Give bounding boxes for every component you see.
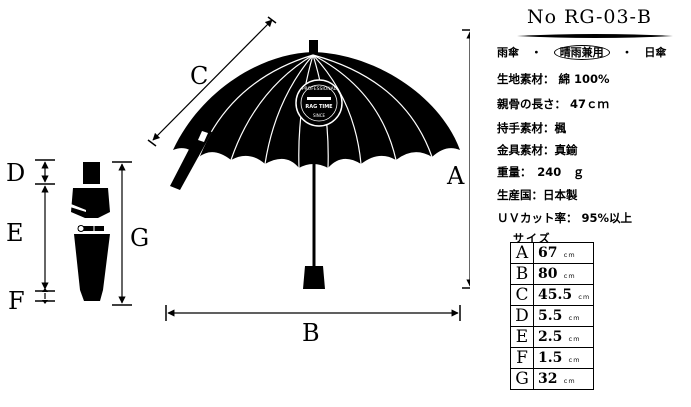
size-letter: C: [510, 284, 534, 306]
type-selected: 晴雨兼用: [553, 45, 610, 60]
closed-umbrella-handle: [80, 290, 103, 301]
umbrella-tip: [309, 40, 318, 54]
closed-umbrella-tip: [83, 162, 100, 184]
spec-weight: 重量： 240 ｇ: [497, 165, 585, 179]
closed-umbrella: [70, 162, 110, 301]
size-letter: D: [510, 305, 534, 327]
umbrella-emblem: PROFESSIONAL RAG TIME SINCE: [295, 79, 343, 127]
size-table-title: サイズ: [513, 232, 552, 245]
spec-uv-cut: ＵＶカット率： 95%以上: [497, 211, 633, 225]
spec-origin: 生産国：日本製: [497, 188, 578, 202]
size-letter: E: [510, 326, 534, 348]
size-letter: A: [510, 242, 534, 264]
dimension-b: B: [165, 305, 461, 347]
type-separator: ・: [530, 46, 542, 59]
model-number: No RG-03-B: [527, 6, 652, 28]
size-letter: G: [510, 368, 534, 390]
umbrella-handle: [303, 266, 325, 289]
spec-fittings: 金具素材：真鍮: [497, 143, 578, 157]
emblem-top-text: PROFESSIONAL: [302, 86, 337, 92]
spec-fabric: 生地素材： 綿 100%: [497, 72, 610, 86]
label-e: E: [6, 219, 24, 247]
size-letter: F: [510, 347, 534, 369]
label-a: A: [446, 162, 465, 190]
type-sun: 日傘: [644, 46, 667, 59]
model-underline: [517, 34, 673, 38]
type-rain: 雨傘: [497, 46, 519, 59]
size-letter: B: [510, 263, 534, 285]
label-g: G: [130, 224, 149, 252]
emblem-center-text: RAG TIME: [305, 104, 333, 110]
dimension-c: C: [147, 16, 277, 147]
spec-handle: 持手素材：楓: [497, 121, 566, 135]
spec-rib-length: 親骨の長さ： 47ｃｍ: [497, 97, 610, 111]
spec-panel: No RG-03-B 雨傘 ・ 晴雨兼用 ・ 日傘 生地素材： 綿 100% 親…: [497, 0, 691, 407]
label-d: D: [6, 159, 25, 187]
type-separator: ・: [621, 46, 633, 59]
open-umbrella: PROFESSIONAL RAG TIME SINCE: [170, 40, 460, 289]
dimension-a: A: [446, 29, 470, 289]
dimension-def: D E F: [6, 159, 55, 315]
label-f: F: [8, 287, 25, 315]
umbrella-type-row: 雨傘 ・ 晴雨兼用 ・ 日傘: [497, 44, 666, 60]
emblem-bottom-text: SINCE: [313, 113, 326, 118]
label-c: C: [190, 62, 208, 90]
label-b: B: [302, 319, 320, 347]
umbrella-diagram: PROFESSIONAL RAG TIME SINCE C: [6, 16, 470, 347]
dimension-g: G: [112, 161, 149, 306]
